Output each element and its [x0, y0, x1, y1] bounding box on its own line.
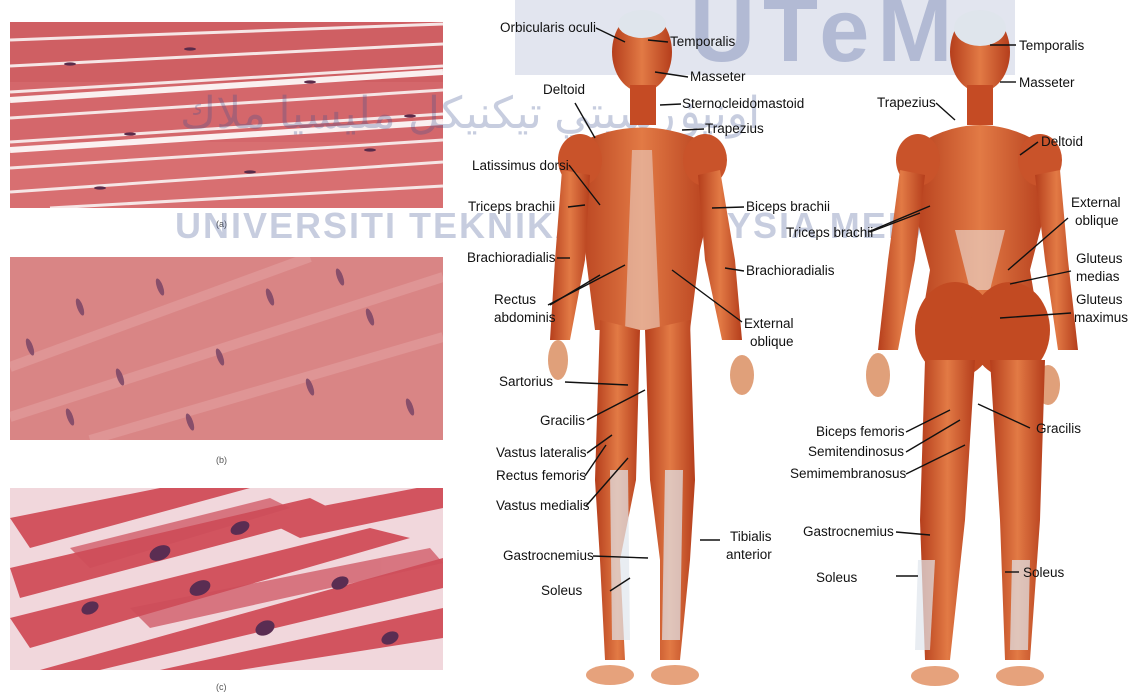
label-semitendinosus: Semitendinosus	[808, 444, 904, 459]
label-latissimus-dorsi: Latissimus dorsi	[472, 158, 569, 173]
label-gluteus-medias-2: medias	[1076, 269, 1120, 284]
label-gracilis-back: Gracilis	[1036, 421, 1081, 436]
label-masseter-back: Masseter	[1019, 75, 1075, 90]
label-biceps-brachii: Biceps brachii	[746, 199, 830, 214]
label-external-oblique-back-1: External	[1071, 195, 1121, 210]
label-rectus-abdominis-2: abdominis	[494, 310, 556, 325]
label-deltoid-back: Deltoid	[1041, 134, 1083, 149]
label-external-oblique-front-2: oblique	[750, 334, 794, 349]
label-tibialis-anterior-1: Tibialis	[730, 529, 772, 544]
label-vastus-medialis: Vastus medialis	[496, 498, 590, 513]
label-brachioradialis-right: Brachioradialis	[746, 263, 835, 278]
label-external-oblique-front-1: External	[744, 316, 794, 331]
label-external-oblique-back-2: oblique	[1075, 213, 1119, 228]
label-soleus-front: Soleus	[541, 583, 583, 598]
label-trapezius-front: Trapezius	[705, 121, 764, 136]
label-trapezius-back: Trapezius	[877, 95, 936, 110]
label-biceps-femoris: Biceps femoris	[816, 424, 905, 439]
label-soleus-back-left: Soleus	[816, 570, 858, 585]
label-gastrocnemius-front: Gastrocnemius	[503, 548, 594, 563]
label-soleus-back-right: Soleus	[1023, 565, 1065, 580]
label-gluteus-medias-1: Gluteus	[1076, 251, 1123, 266]
back-body-figure	[866, 10, 1078, 686]
label-triceps-brachii-back: Triceps brachii	[786, 225, 873, 240]
label-rectus-abdominis-1: Rectus	[494, 292, 536, 307]
label-sartorius: Sartorius	[499, 374, 553, 389]
label-vastus-lateralis: Vastus lateralis	[496, 445, 587, 460]
label-gracilis-front: Gracilis	[540, 413, 585, 428]
label-gluteus-maximus-1: Gluteus	[1076, 292, 1123, 307]
label-semimembranosus: Semimembranosus	[790, 466, 907, 481]
label-temporalis-back: Temporalis	[1019, 38, 1085, 53]
label-temporalis-front: Temporalis	[670, 34, 736, 49]
label-gastrocnemius-back: Gastrocnemius	[803, 524, 894, 539]
label-orbicularis-oculi: Orbicularis oculi	[500, 20, 596, 35]
label-tibialis-anterior-2: anterior	[726, 547, 772, 562]
label-sternocleidomastoid: Sternocleidomastoid	[682, 96, 804, 111]
label-rectus-femoris: Rectus femoris	[496, 468, 586, 483]
label-masseter-front: Masseter	[690, 69, 746, 84]
label-brachioradialis-left: Brachioradialis	[467, 250, 556, 265]
label-deltoid-front: Deltoid	[543, 82, 585, 97]
label-gluteus-maximus-2: maximus	[1074, 310, 1128, 325]
label-triceps-brachii-front: Triceps brachii	[468, 199, 555, 214]
